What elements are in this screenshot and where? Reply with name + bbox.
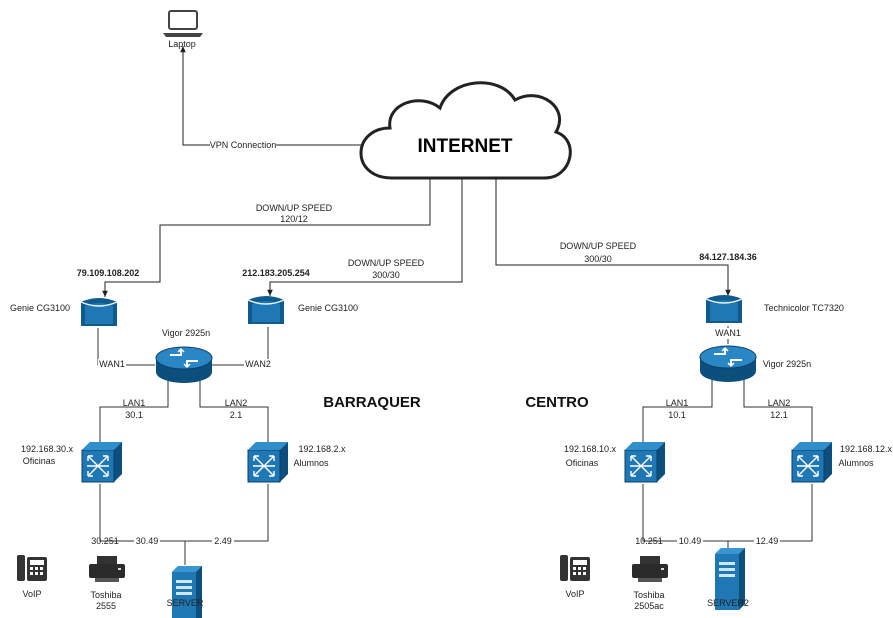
centro-sw2-server xyxy=(728,484,813,542)
speed-mid-value: 300/30 xyxy=(372,270,400,280)
vpn-label: VPN Connection xyxy=(210,140,277,150)
centro-lan2-line xyxy=(743,377,813,442)
centro-printer-ip: 10.251 xyxy=(635,536,663,546)
barraquer-sw2-net: 192.168.2.x xyxy=(298,444,346,454)
barraquer-printer-ip: 30.251 xyxy=(91,536,119,546)
barraquer-modem2-label: Genie CG3100 xyxy=(298,303,358,313)
speed-right-value: 300/30 xyxy=(584,254,612,264)
public-ip-1: 79.109.108.202 xyxy=(77,268,140,278)
centro-sw1-name: Oficinas xyxy=(566,458,599,468)
barraquer-server-label: SERVER xyxy=(167,598,204,608)
centro-voip-label: VoIP xyxy=(565,589,584,599)
centro-lan2-label: LAN2 xyxy=(768,398,791,408)
public-ip-2: 212.183.205.254 xyxy=(242,268,310,278)
centro-lan1-label: LAN1 xyxy=(666,398,689,408)
centro-sw2-net: 192.168.12.x xyxy=(840,444,893,454)
server-icon xyxy=(172,566,202,618)
centro-link1: 10.49 xyxy=(679,536,702,546)
centro-printer-name2: 2505ac xyxy=(634,601,664,611)
barraquer-modem1-label: Genie CG3100 xyxy=(10,303,70,313)
router-icon xyxy=(699,345,757,383)
barraquer-lan2-label: LAN2 xyxy=(225,398,248,408)
laptop: Laptop xyxy=(163,10,203,49)
speed-mid-title: DOWN/UP SPEED xyxy=(348,258,425,268)
centro-sw1-net: 192.168.10.x xyxy=(564,444,617,454)
centro-lan1-line xyxy=(642,377,713,442)
barraquer-voip-label: VoIP xyxy=(22,589,41,599)
barraquer-sw2-server xyxy=(185,484,269,542)
phone-icon xyxy=(560,555,590,581)
centro-title: CENTRO xyxy=(525,394,589,411)
barraquer-site: Genie CG3100 Genie CG3100 WAN1 WAN2 Vigo… xyxy=(10,295,421,618)
printer-icon xyxy=(632,556,668,582)
barraquer-lan1-line xyxy=(99,378,169,442)
centro-router-label: Vigor 2925n xyxy=(763,359,811,369)
barraquer-lan2-line xyxy=(199,378,269,442)
phone-icon xyxy=(17,555,47,581)
modem-icon xyxy=(247,295,285,325)
internet-label: INTERNET xyxy=(418,136,513,157)
barraquer-sw1-server xyxy=(99,484,186,565)
barraquer-wan1-label: WAN1 xyxy=(99,359,125,369)
centro-printer-name1: Toshiba xyxy=(633,590,664,600)
barraquer-lan1-ip: 30.1 xyxy=(125,410,143,420)
barraquer-title: BARRAQUER xyxy=(323,394,421,411)
centro-wan1-label: WAN1 xyxy=(715,328,741,338)
centro-site: Technicolor TC7320 WAN1 Vigor 2925n LAN1… xyxy=(525,294,893,611)
link-modem3-internet xyxy=(493,163,731,296)
barraquer-link2: 2.49 xyxy=(214,536,232,546)
modem-icon xyxy=(705,294,743,324)
barraquer-lan2-ip: 2.1 xyxy=(230,410,243,420)
barraquer-sw2-name: Alumnos xyxy=(293,458,329,468)
public-ip-3: 84.127.184.36 xyxy=(699,252,757,262)
barraquer-lan1-label: LAN1 xyxy=(123,398,146,408)
switch-icon xyxy=(247,441,289,483)
modem-icon xyxy=(80,297,118,327)
barraquer-router-label: Vigor 2925n xyxy=(162,328,210,338)
centro-modem-label: Technicolor TC7320 xyxy=(764,303,844,313)
barraquer-sw1-net: 192.168.30.x xyxy=(21,444,74,454)
vpn-link xyxy=(180,46,276,146)
link-modem2-internet xyxy=(267,168,465,296)
centro-lan2-ip: 12.1 xyxy=(770,410,788,420)
laptop-icon xyxy=(163,10,203,37)
centro-link2: 12.49 xyxy=(756,536,779,546)
internet-cloud: INTERNET xyxy=(359,81,572,180)
barraquer-link1: 30.49 xyxy=(136,536,159,546)
router-icon xyxy=(155,346,213,384)
centro-sw1-server xyxy=(642,484,729,565)
centro-server-label: SERVER2 xyxy=(707,598,749,608)
switch-icon xyxy=(81,441,123,483)
switch-icon xyxy=(624,441,666,483)
switch-icon xyxy=(791,441,833,483)
barraquer-wan2-label: WAN2 xyxy=(245,359,271,369)
barraquer-sw1-name: Oficinas xyxy=(23,456,56,466)
printer-icon xyxy=(89,556,125,582)
barraquer-printer-name2: 2555 xyxy=(96,601,116,611)
barraquer-printer-name1: Toshiba xyxy=(90,590,121,600)
speed-right-title: DOWN/UP SPEED xyxy=(560,241,637,251)
speed-left-value: 120/12 xyxy=(280,214,308,224)
laptop-label: Laptop xyxy=(168,39,196,49)
centro-sw2-name: Alumnos xyxy=(838,458,874,468)
centro-lan1-ip: 10.1 xyxy=(668,410,686,420)
speed-left-title: DOWN/UP SPEED xyxy=(256,203,333,213)
